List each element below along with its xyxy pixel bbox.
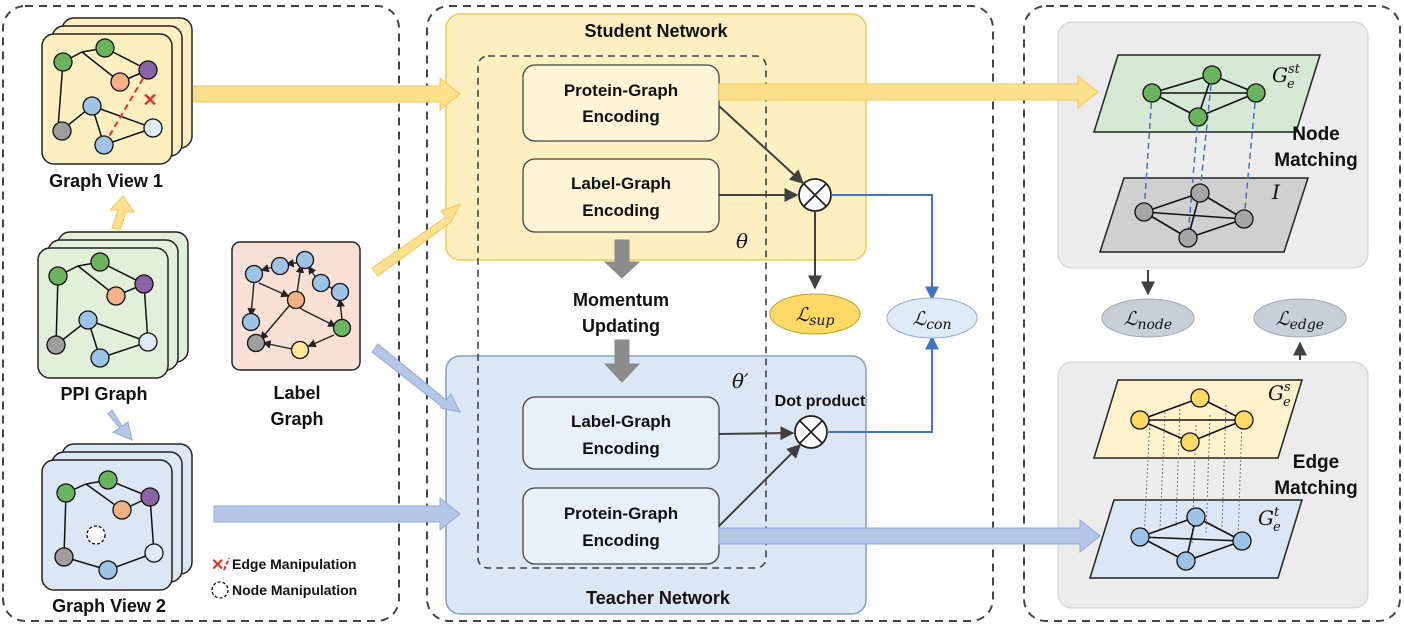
svg-text:Encoding: Encoding — [582, 531, 659, 550]
shared-encoder-box — [477, 55, 767, 569]
label-graph-label-2: Graph — [270, 409, 323, 429]
loss-con: ℒcon — [886, 297, 978, 339]
network-panel — [426, 5, 994, 622]
teacher-to-gt-arrow — [718, 518, 1101, 554]
student-to-con-line — [831, 194, 939, 301]
graph-view-2: Graph View 2 — [41, 443, 193, 616]
g-st-sub: e — [1287, 77, 1295, 92]
svg-text:ℒnode: ℒnode — [1124, 308, 1172, 333]
student-network-title: Student Network — [584, 21, 728, 41]
view1-to-student-arrow — [193, 76, 461, 112]
svg-text:Label-Graph: Label-Graph — [571, 412, 671, 431]
svg-text:✕: ✕ — [142, 90, 157, 110]
student-product-operator — [798, 178, 832, 212]
matching-panel — [1023, 5, 1401, 622]
g-t-label: Gt — [1258, 505, 1280, 530]
g-t-sub: e — [1273, 520, 1281, 535]
graph-view-2-label: Graph View 2 — [52, 596, 166, 616]
label-graph-to-student-arrow — [371, 203, 462, 277]
ppi-to-view2-arrow — [107, 409, 133, 441]
ppi-to-view1-arrow — [108, 195, 135, 231]
momentum-updating: Momentum Updating — [573, 239, 669, 383]
svg-text:Momentum: Momentum — [573, 290, 669, 310]
legend: ✕ Edge Manipulation Node Manipulation — [211, 556, 357, 599]
loss-sup: ℒsup — [769, 293, 861, 335]
student-protein-encoder: Protein-Graph Encoding — [522, 64, 720, 142]
svg-text:Encoding: Encoding — [582, 107, 659, 126]
node-matching-visual: Gst e I Node Matching — [1092, 54, 1358, 253]
ppi-graph-label: PPI Graph — [60, 384, 147, 404]
edge-matching-label: Edge — [1293, 452, 1339, 473]
teacher-label-to-dot-arrow — [718, 426, 795, 441]
node-matching-label: Node — [1292, 124, 1340, 145]
g-st-label: Gst — [1272, 62, 1301, 87]
graph-view-1: ✕ Graph View 1 — [41, 17, 193, 191]
input-panel — [2, 5, 400, 622]
edge-matching-label-2: Matching — [1274, 478, 1357, 499]
svg-text:Protein-Graph: Protein-Graph — [564, 81, 678, 100]
identity-label: I — [1271, 180, 1281, 204]
teacher-protein-encoder: Protein-Graph Encoding — [522, 487, 720, 565]
protein-to-product-arrow — [718, 105, 805, 184]
loss-node: ℒnode — [1101, 298, 1195, 338]
teacher-network-title: Teacher Network — [586, 588, 731, 608]
label-graph-to-teacher-arrow — [371, 343, 461, 413]
legend-edge-label: Edge Manipulation — [232, 556, 356, 572]
svg-text:Encoding: Encoding — [582, 439, 659, 458]
teacher-protein-to-dot-arrow — [718, 444, 801, 527]
teacher-dot-product-operator — [794, 415, 828, 449]
loss-edge: ℒedge — [1253, 298, 1347, 338]
svg-text:Label-Graph: Label-Graph — [571, 174, 671, 193]
teacher-label-encoder: Label-Graph Encoding — [522, 396, 720, 470]
svg-text:ℒcon: ℒcon — [913, 308, 952, 333]
svg-text:Protein-Graph: Protein-Graph — [564, 504, 678, 523]
svg-text:ℒedge: ℒedge — [1276, 308, 1324, 333]
theta-prime-label: θ′ — [732, 369, 749, 393]
svg-text:Updating: Updating — [582, 316, 660, 336]
svg-text:Encoding: Encoding — [582, 201, 659, 220]
edge-matching-visual: Gs e Gt e Edge Matching — [1088, 379, 1358, 579]
view2-to-teacher-arrow — [213, 496, 461, 532]
svg-text:ℒsup: ℒsup — [796, 304, 835, 329]
teacher-to-con-line — [827, 335, 939, 433]
legend-node-label: Node Manipulation — [232, 582, 357, 598]
label-graph-label: Label — [273, 383, 320, 403]
edge-manipulation-icon: ✕ — [211, 557, 224, 574]
student-to-gst-arrow — [718, 74, 1099, 110]
g-s-label: Gs — [1268, 380, 1291, 405]
label-graph: Label Graph — [231, 241, 361, 429]
dot-product-label: Dot product — [775, 393, 866, 410]
theta-label: θ — [736, 229, 748, 253]
g-s-sub: e — [1283, 395, 1291, 410]
node-matching-label-2: Matching — [1274, 150, 1357, 171]
ppi-graph: PPI Graph — [37, 231, 189, 404]
node-manipulation-icon — [211, 581, 229, 599]
student-label-encoder: Label-Graph Encoding — [522, 158, 720, 233]
graph-view-1-label: Graph View 1 — [49, 171, 163, 191]
